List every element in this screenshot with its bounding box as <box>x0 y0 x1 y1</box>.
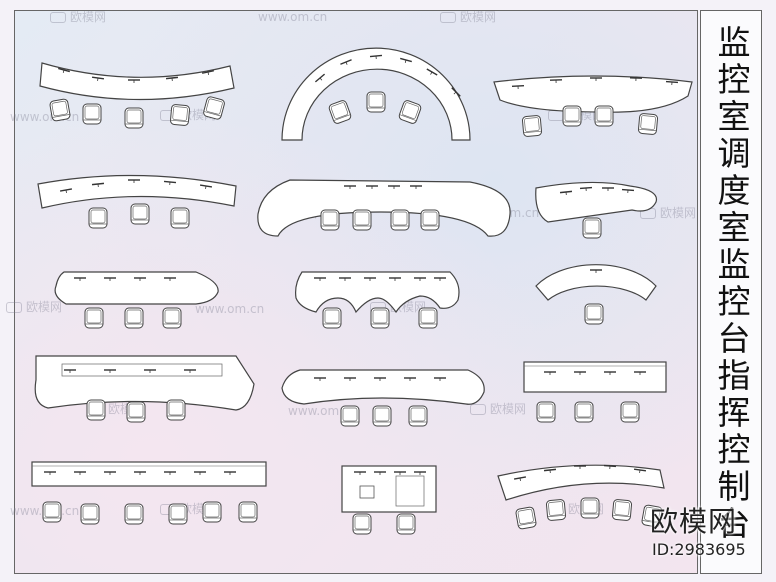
office-chair-icon <box>352 513 372 535</box>
office-chair-icon <box>84 307 104 329</box>
office-chair-icon <box>169 103 191 127</box>
office-chair-icon <box>372 405 392 427</box>
office-chair-icon <box>320 209 340 231</box>
office-chair-icon <box>536 401 556 423</box>
console-desk <box>535 264 657 301</box>
console-desk <box>54 271 219 305</box>
office-chair-icon <box>238 501 258 523</box>
office-chair-icon <box>611 498 633 522</box>
office-chair-icon <box>327 99 353 125</box>
console-desk <box>281 369 485 405</box>
console-desk <box>34 355 255 411</box>
console-desk <box>257 179 511 237</box>
office-chair-icon <box>124 107 144 129</box>
office-chair-icon <box>580 497 600 519</box>
office-chair-icon <box>545 498 567 522</box>
office-chair-icon <box>418 307 438 329</box>
office-chair-icon <box>408 405 428 427</box>
brand-id: ID:2983695 <box>652 540 746 559</box>
office-chair-icon <box>124 307 144 329</box>
office-chair-icon <box>126 401 146 423</box>
office-chair-icon <box>124 503 144 525</box>
office-chair-icon <box>420 209 440 231</box>
office-chair-icon <box>162 307 182 329</box>
office-chair-icon <box>42 501 62 523</box>
console-desk <box>523 361 667 393</box>
console-desk <box>493 75 693 113</box>
office-chair-icon <box>370 307 390 329</box>
office-chair-icon <box>202 501 222 523</box>
office-chair-icon <box>521 114 543 138</box>
office-chair-icon <box>86 399 106 421</box>
office-chair-icon <box>366 91 386 113</box>
office-chair-icon <box>48 98 72 122</box>
console-desk <box>341 465 437 513</box>
console-desk <box>37 174 237 209</box>
office-chair-icon <box>88 207 108 229</box>
office-chair-icon <box>637 112 659 136</box>
office-chair-icon <box>390 209 410 231</box>
office-chair-icon <box>130 203 150 225</box>
office-chair-icon <box>397 99 423 125</box>
office-chair-icon <box>170 207 190 229</box>
office-chair-icon <box>562 105 582 127</box>
page-title: 监控室调度室监控台指挥控制台 <box>712 25 751 543</box>
office-chair-icon <box>396 513 416 535</box>
console-desk <box>535 181 658 223</box>
console-desk <box>295 271 460 314</box>
office-chair-icon <box>582 217 602 239</box>
office-chair-icon <box>574 401 594 423</box>
office-chair-icon <box>352 209 372 231</box>
office-chair-icon <box>340 405 360 427</box>
title-column: 监控室调度室监控台指挥控制台 <box>700 10 762 574</box>
console-desk <box>281 47 471 141</box>
brand-watermark: 欧模网 <box>650 505 738 538</box>
office-chair-icon <box>514 506 538 530</box>
office-chair-icon <box>166 399 186 421</box>
office-chair-icon <box>80 503 100 525</box>
office-chair-icon <box>322 307 342 329</box>
office-chair-icon <box>584 303 604 325</box>
console-desk <box>39 62 235 101</box>
console-desk <box>31 461 267 487</box>
office-chair-icon <box>82 103 102 125</box>
console-desk <box>497 464 665 501</box>
office-chair-icon <box>202 95 226 121</box>
office-chair-icon <box>594 105 614 127</box>
office-chair-icon <box>620 401 640 423</box>
office-chair-icon <box>168 503 188 525</box>
